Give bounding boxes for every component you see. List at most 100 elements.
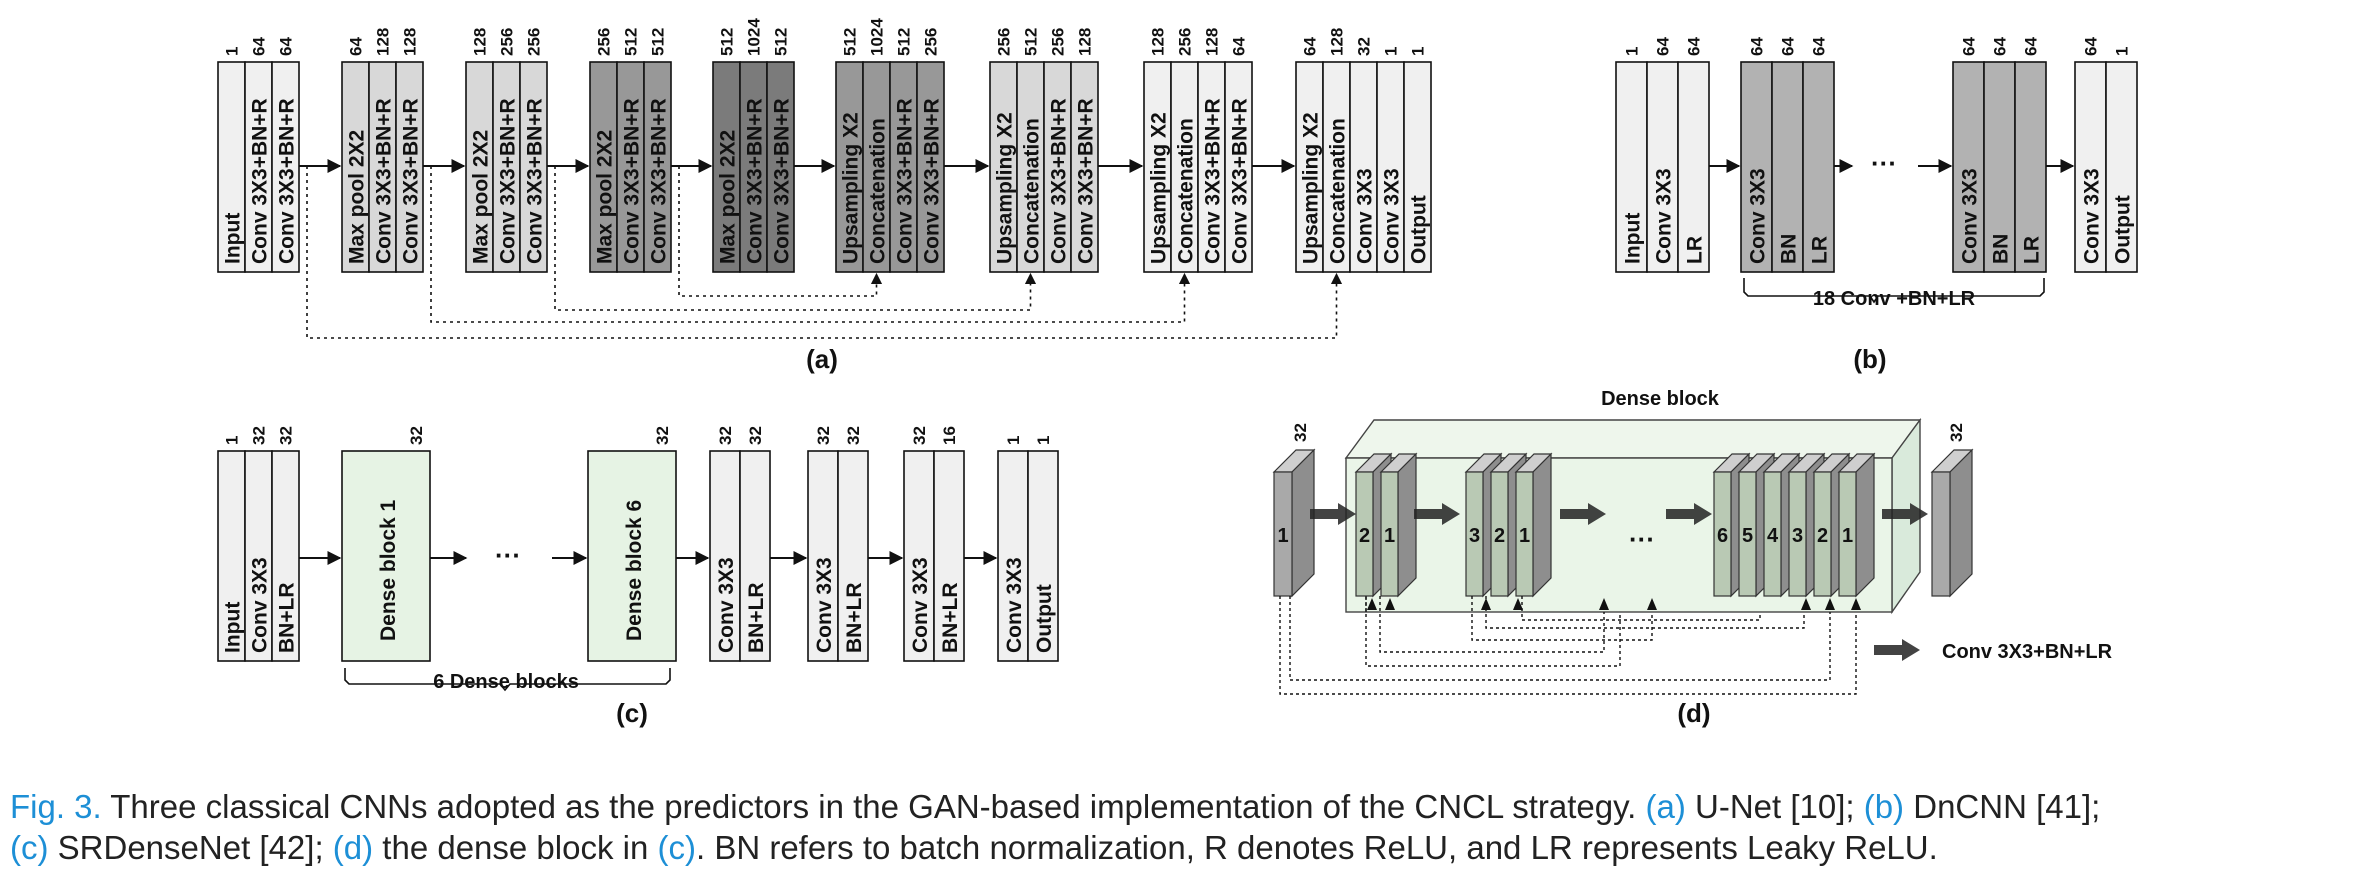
unet-block-layer-label: Conv 3X3+BN+R bbox=[249, 98, 272, 264]
unet-block-layer-label: Conv 3X3+BN+R bbox=[524, 98, 547, 264]
dense-skip-connection bbox=[1279, 596, 1857, 695]
dncnn-block-layer-bn bbox=[1983, 61, 2016, 273]
dncnn-block-channel-count: 64 bbox=[1685, 37, 1704, 56]
srdense-block-layer-bn-lr bbox=[837, 450, 869, 662]
unet-block-channel-count: 512 bbox=[841, 28, 860, 56]
dncnn-block-channel-count: 64 bbox=[1991, 37, 2010, 56]
caption-ref-b[interactable]: (b) bbox=[1863, 788, 1905, 825]
caption-ref-a[interactable]: (a) bbox=[1645, 788, 1686, 825]
dense-output-slab-side bbox=[1949, 448, 1973, 598]
caption-text-6: . BN refers to batch normalization, R de… bbox=[695, 829, 1938, 866]
dense-skip-connection bbox=[1379, 596, 1605, 653]
dense-slab-g3-label: 1 bbox=[1842, 525, 1853, 547]
unet-block-layer-label: Conv 3X3+BN+R bbox=[1075, 98, 1098, 264]
unet-block-layer-label: Max pool 2X2 bbox=[470, 130, 493, 264]
unet-block-layer-concatenation bbox=[1170, 61, 1199, 273]
unet-block-channel-count: 128 bbox=[1149, 28, 1168, 56]
unet-block-channel-count: 64 bbox=[277, 37, 296, 56]
srdense-block-layer-label: BN+LR bbox=[939, 582, 962, 653]
dense-slab-g3-label: 3 bbox=[1792, 525, 1803, 547]
dncnn-block-layer-lr bbox=[1802, 61, 1835, 273]
unet-block-channel-count: 64 bbox=[1230, 37, 1249, 56]
unet-block-layer-conv-3x3-bn-r bbox=[643, 61, 672, 273]
srdense-block-layer-conv-3x3 bbox=[903, 450, 935, 662]
dense-slab-g1-label: 2 bbox=[1359, 525, 1370, 547]
unet-block-layer-conv-3x3-bn-r bbox=[368, 61, 397, 273]
unet-block-channel-count: 256 bbox=[525, 28, 544, 56]
unet-block-layer-label: Conv 3X3+BN+R bbox=[276, 98, 299, 264]
unet-block-layer-conv-3x3-bn-r bbox=[271, 61, 300, 273]
srdense-dense-block-6 bbox=[587, 450, 677, 662]
dense-connection-arrowhead bbox=[1513, 598, 1523, 610]
unet-block-layer-upsampling-x2 bbox=[835, 61, 864, 273]
unet-block-layer-label: Conv 3X3+BN+R bbox=[373, 98, 396, 264]
unet-block-channel-count: 1 bbox=[223, 47, 242, 56]
unet-block-channel-count: 512 bbox=[622, 28, 641, 56]
dense-connection-arrowhead bbox=[1851, 598, 1861, 610]
srdense-block-layer-label: BN+LR bbox=[843, 582, 866, 653]
unet-block-layer-output bbox=[1403, 61, 1432, 273]
srdense-block-channel-count: 32 bbox=[844, 426, 863, 445]
dense-slab-g3-front bbox=[1838, 471, 1857, 597]
dense-slab-g2-side bbox=[1532, 452, 1552, 598]
srdense-block-channel-count: 32 bbox=[910, 426, 929, 445]
dncnn-block-channel-count: 1 bbox=[2113, 47, 2132, 56]
dense-conv-arrow bbox=[1666, 503, 1712, 525]
unet-block-layer-conv-3x3-bn-r bbox=[519, 61, 548, 273]
srdense-block-layer-label: Conv 3X3 bbox=[1003, 557, 1026, 653]
dense-input-slab-front bbox=[1273, 471, 1293, 597]
unet-block-layer-label: Max pool 2X2 bbox=[717, 130, 740, 264]
unet-block-layer-input bbox=[217, 61, 246, 273]
dncnn-block-channel-count: 64 bbox=[1748, 37, 1767, 56]
unet-block-channel-count: 512 bbox=[718, 28, 737, 56]
caption-ref-d[interactable]: (d) bbox=[332, 829, 374, 866]
unet-block-channel-count: 256 bbox=[498, 28, 517, 56]
srdense-block-layer-label: BN+LR bbox=[745, 582, 768, 653]
unet-block-layer-label: Conv 3X3+BN+R bbox=[771, 98, 794, 264]
unet-block-channel-count: 128 bbox=[1328, 28, 1347, 56]
srdense-block-channel-count: 1 bbox=[1034, 436, 1053, 445]
dense-ellipsis: ··· bbox=[1629, 524, 1655, 554]
unet-block-layer-label: Upsampling X2 bbox=[1300, 112, 1323, 264]
unet-block-channel-count: 128 bbox=[374, 28, 393, 56]
srdense-block-layer-conv-3x3 bbox=[244, 450, 273, 662]
unet-block-layer-max-pool-2x2 bbox=[465, 61, 494, 273]
unet-block-channel-count: 1 bbox=[1409, 47, 1428, 56]
srdense-block-channel-count: 1 bbox=[1004, 436, 1023, 445]
dense-block-title: Dense block bbox=[1601, 388, 1720, 410]
caption-ref-c-2[interactable]: (c) bbox=[657, 829, 696, 866]
unet-block-layer-conv-3x3-bn-r bbox=[739, 61, 768, 273]
dncnn-block-channel-count: 64 bbox=[1779, 37, 1798, 56]
dense-slab-g3-label: 4 bbox=[1767, 525, 1779, 547]
dense-output-slab-front bbox=[1931, 471, 1951, 597]
unet-block-layer-label: Conv 3X3+BN+R bbox=[1202, 98, 1225, 264]
srdense-dense-block-label: Dense block 6 bbox=[623, 500, 646, 641]
unet-block-layer-label: Conv 3X3+BN+R bbox=[1229, 98, 1252, 264]
srdense-block-channel-count: 32 bbox=[277, 426, 296, 445]
unet-block-layer-label: Upsampling X2 bbox=[994, 112, 1017, 264]
srdense-block-channel-count: 16 bbox=[940, 426, 959, 445]
dense-conv-arrow bbox=[1882, 503, 1928, 525]
unet-block-layer-conv-3x3-bn-r bbox=[395, 61, 424, 273]
unet-block-layer-label: Output bbox=[1408, 195, 1431, 264]
srdense-channel-count: 32 bbox=[407, 426, 426, 445]
unet-block-channel-count: 256 bbox=[995, 28, 1014, 56]
dncnn-block-layer-label: LR bbox=[1684, 236, 1707, 264]
dense-slab-g1-side bbox=[1397, 452, 1417, 598]
dense-connection-arrowhead bbox=[1481, 598, 1491, 610]
dense-input-channels: 32 bbox=[1291, 423, 1310, 442]
srdense-block-layer-label: Conv 3X3 bbox=[715, 557, 738, 653]
dncnn-block-channel-count: 64 bbox=[2082, 37, 2101, 56]
caption-text-1: Three classical CNNs adopted as the pred… bbox=[101, 788, 1646, 825]
dense-output-channels: 32 bbox=[1947, 423, 1966, 442]
unet-block-layer-label: Conv 3X3+BN+R bbox=[1048, 98, 1071, 264]
unet-skip-connection bbox=[306, 166, 1343, 339]
dncnn-brace-label: 18 Conv +BN+LR bbox=[1813, 288, 1976, 310]
caption-ref-c[interactable]: (c) bbox=[10, 829, 49, 866]
unet-block-layer-conv-3x3 bbox=[1376, 61, 1405, 273]
unet-block-channel-count: 128 bbox=[1076, 28, 1095, 56]
panel-c-label: (c) bbox=[616, 698, 648, 728]
dense-slab-g3-front bbox=[1788, 471, 1807, 597]
